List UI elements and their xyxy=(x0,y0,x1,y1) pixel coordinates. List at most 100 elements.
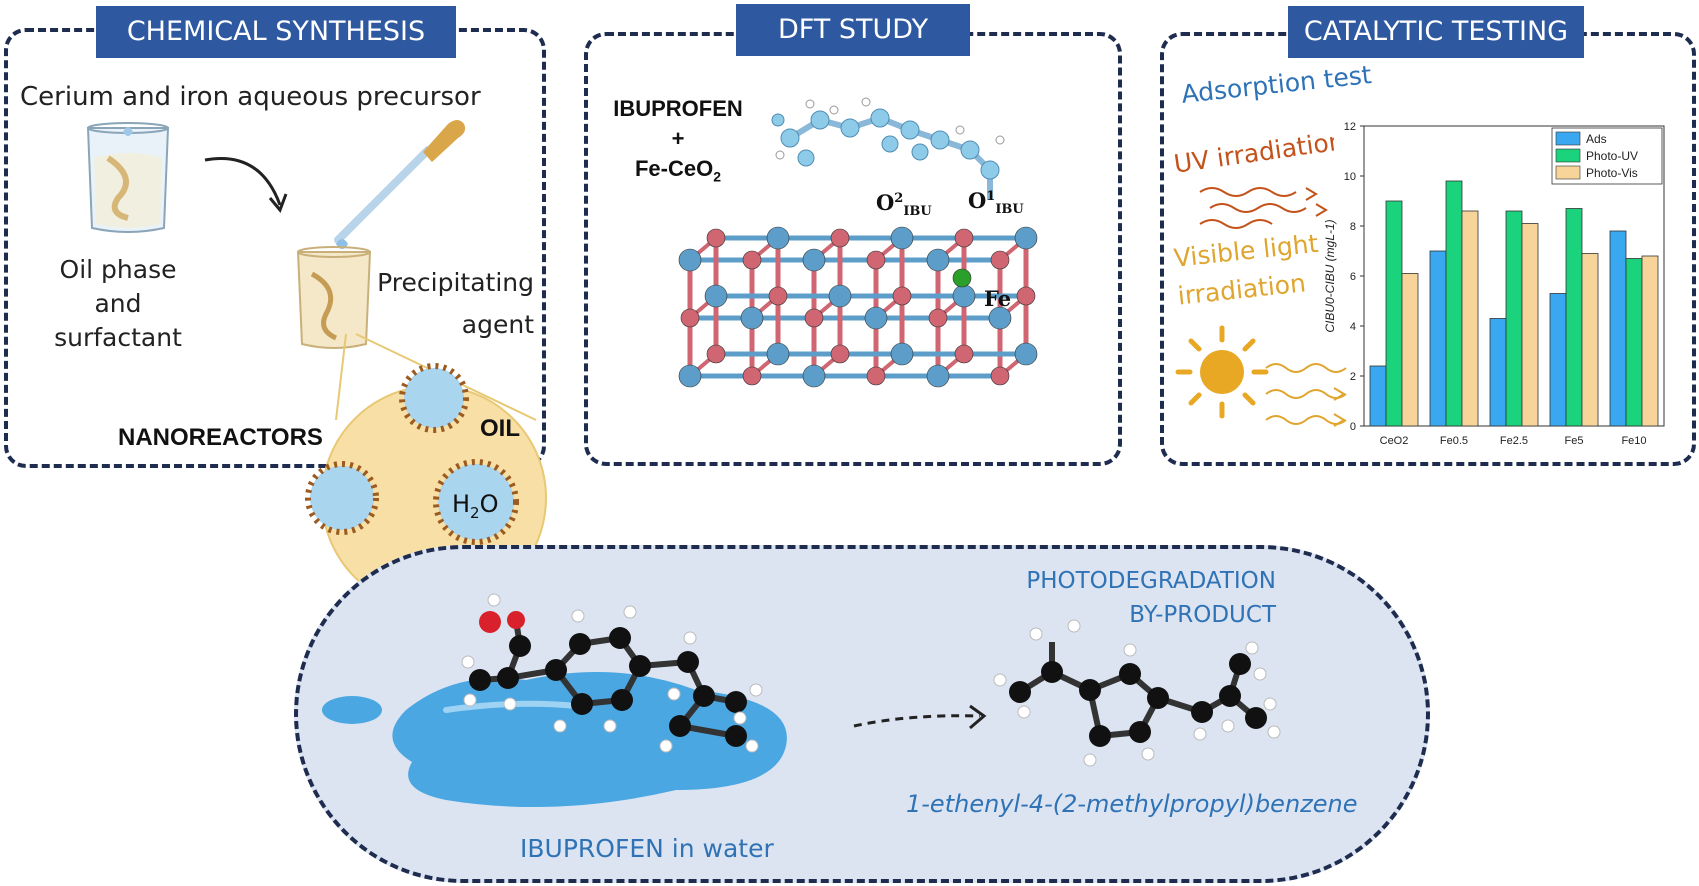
ibuprofen-in-water-label: IBUPROFEN in water xyxy=(520,834,774,863)
o-atom xyxy=(804,308,824,328)
o-atom xyxy=(742,366,762,386)
bar-ads-fe05 xyxy=(1429,250,1447,427)
visible-waves-icon xyxy=(1265,363,1347,427)
oil-label: OIL xyxy=(480,415,520,442)
bar-photo-uv-ceo2 xyxy=(1385,200,1403,427)
ce-atom xyxy=(1014,226,1038,250)
dft-ibuprofen-label: IBUPROFEN + Fe-CeO2 xyxy=(613,96,743,185)
fe-ceo2-lattice xyxy=(678,226,1038,388)
ce-atom xyxy=(890,342,914,366)
ce-atom xyxy=(988,306,1012,330)
o-atom xyxy=(830,344,850,364)
bar-ads-fe5 xyxy=(1549,293,1567,427)
y-tick-label: 4 xyxy=(1350,321,1356,333)
catalytic-testing-title: CATALYTIC TESTING xyxy=(1288,6,1584,58)
byproduct-name: 1-ethenyl-4-(2-methylpropyl)benzene xyxy=(906,790,1358,818)
precursor-beaker-icon xyxy=(86,122,170,233)
x-tick-label: Fe10 xyxy=(1621,435,1646,447)
ce-atom xyxy=(926,364,950,388)
bar-photo-vis-fe25 xyxy=(1521,223,1539,427)
o-atom xyxy=(954,344,974,364)
lattice-bonds xyxy=(687,235,1029,379)
ce-atom xyxy=(802,248,826,272)
uv-waves-icon xyxy=(1199,187,1328,229)
precipitating-agent-label: Precipitating agent xyxy=(377,268,534,339)
ce-atom xyxy=(678,364,702,388)
o-atom xyxy=(866,366,886,386)
byproduct-title: PHOTODEGRADATION BY-PRODUCT xyxy=(1026,568,1276,628)
bar-ads-fe10 xyxy=(1609,230,1627,427)
o-atom xyxy=(830,228,850,248)
bar-photo-uv-fe05 xyxy=(1445,180,1463,427)
lattice-atoms xyxy=(678,226,1038,388)
bar-photo-uv-fe10 xyxy=(1625,258,1643,427)
x-tick-label: Fe5 xyxy=(1565,435,1584,447)
nanoreactor-zoom-circle xyxy=(305,333,547,611)
bar-photo-uv-fe5 xyxy=(1565,208,1583,427)
x-tick-label: Fe0.5 xyxy=(1440,435,1468,447)
pipette-icon xyxy=(334,120,466,249)
o2-ibu-label: O2IBU xyxy=(876,190,932,220)
y-axis-label: CIBU0-CIBU (mgL-1) xyxy=(1323,219,1337,332)
oil-phase-label: Oil phase and surfactant xyxy=(54,255,182,352)
ce-atom xyxy=(678,248,702,272)
micelle-top xyxy=(399,363,469,433)
legend-label: Ads xyxy=(1586,132,1607,146)
y-tick-label: 6 xyxy=(1350,271,1356,283)
o-atom xyxy=(706,344,726,364)
nanoreactors-label: NANOREACTORS xyxy=(118,424,323,451)
x-tick-label: Fe2.5 xyxy=(1500,435,1528,447)
fe-atom xyxy=(952,268,972,288)
ce-atom xyxy=(1014,342,1038,366)
o-atom xyxy=(1016,286,1036,306)
ce-atom xyxy=(802,364,826,388)
o-atom xyxy=(706,228,726,248)
bar-photo-vis-fe10 xyxy=(1641,255,1659,427)
ce-atom xyxy=(740,306,764,330)
precursor-label: Cerium and iron aqueous precursor xyxy=(20,82,481,112)
legend-label: Photo-UV xyxy=(1586,149,1638,163)
ce-atom xyxy=(704,284,728,308)
chemical-synthesis-title: CHEMICAL SYNTHESIS xyxy=(96,6,456,58)
mixing-beaker-icon xyxy=(296,246,372,349)
o-atom xyxy=(928,308,948,328)
sun-icon xyxy=(1175,325,1269,419)
curved-arrow-icon xyxy=(204,157,288,213)
ce-atom xyxy=(864,306,888,330)
o-atom xyxy=(954,228,974,248)
ce-atom xyxy=(828,284,852,308)
legend-label: Photo-Vis xyxy=(1586,166,1638,180)
ce-atom xyxy=(766,342,790,366)
ce-atom xyxy=(890,226,914,250)
ce-atom xyxy=(766,226,790,250)
o-atom xyxy=(680,308,700,328)
y-tick-label: 0 xyxy=(1350,421,1356,433)
bar-photo-vis-fe05 xyxy=(1461,210,1479,427)
water-label: H2O xyxy=(452,490,499,522)
o-atom xyxy=(990,366,1010,386)
o-atom xyxy=(768,286,788,306)
micelle-left xyxy=(305,461,379,535)
o1-ibu-label: O1IBU xyxy=(968,188,1024,218)
legend-swatch xyxy=(1555,165,1581,180)
o-atom xyxy=(892,286,912,306)
ce-atom xyxy=(952,284,976,308)
dashed-arrow-icon xyxy=(853,704,987,730)
x-tick-label: CeO2 xyxy=(1380,435,1409,447)
fe-label: Fe xyxy=(984,286,1012,311)
ce-atom xyxy=(926,248,950,272)
bar-photo-vis-ceo2 xyxy=(1401,273,1419,427)
byproduct-molecule xyxy=(993,619,1281,767)
bar-photo-vis-fe5 xyxy=(1581,253,1599,427)
ibuprofen-molecule xyxy=(461,593,763,753)
y-tick-label: 12 xyxy=(1344,121,1356,133)
y-tick-label: 10 xyxy=(1344,171,1356,183)
legend-swatch xyxy=(1555,148,1581,163)
dft-study-title: DFT STUDY xyxy=(736,4,970,56)
bar-photo-uv-fe25 xyxy=(1505,210,1523,427)
micelle-water xyxy=(433,459,519,545)
y-tick-label: 8 xyxy=(1350,221,1356,233)
bar-ads-ceo2 xyxy=(1369,365,1387,427)
y-tick-label: 2 xyxy=(1350,371,1356,383)
o-atom xyxy=(742,250,762,270)
